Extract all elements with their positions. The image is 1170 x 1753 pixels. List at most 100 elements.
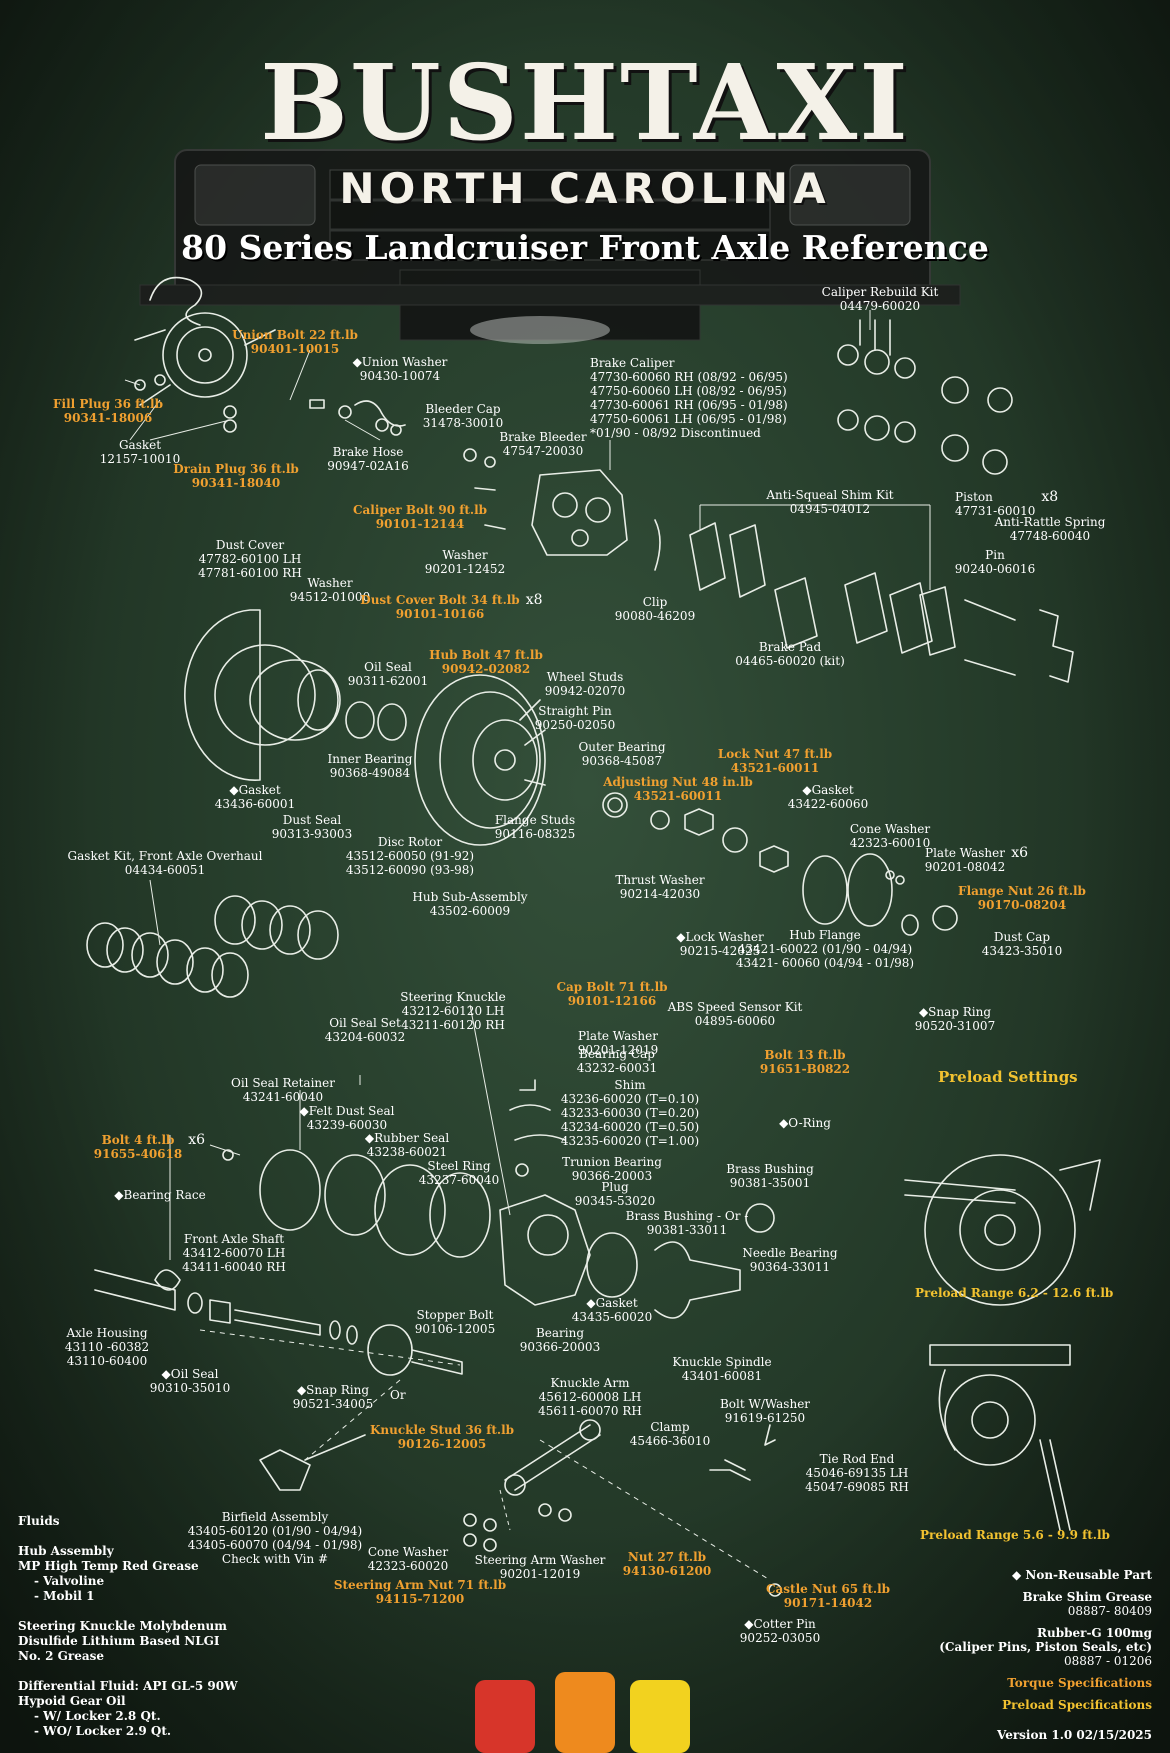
part-number: 90345-53020 [574,1194,656,1208]
preload-illustration-1 [904,1154,1101,1306]
or-annotation: Or [390,1388,406,1402]
part-name: Gasket [215,783,295,797]
part-name: Steel Ring [427,1159,491,1173]
legend-rubber-grease-desc: (Caliper Pins, Piston Seals, etc) [939,1640,1152,1654]
part-name: Outer Bearing [578,740,666,754]
part-label-brass-bushing-or: Brass Bushing - Or -90381-33011 [626,1209,749,1237]
part-name: Oil Seal Retainer [231,1076,335,1090]
part-number: 91619-61250 [724,1411,806,1425]
part-number: 43436-60001 [214,797,296,811]
part-name: Oil Seal [150,1367,230,1381]
part-name: Union Washer [353,355,448,369]
part-number: 43110 -60382 43110-60400 [64,1340,150,1368]
part-number: 90942-02070 [544,684,626,698]
stripe-yellow [630,1680,690,1753]
part-name: Thrust Washer [615,873,705,887]
part-number: 43521-60011 [633,789,723,803]
part-name: Oil Seal [364,660,412,674]
part-number: 04434-60051 [124,863,206,877]
part-name: Flange Studs [494,813,576,827]
part-number: 90311-62001 [347,674,429,688]
part-number: 90170-08204 [977,898,1067,912]
part-name: Felt Dust Seal [300,1104,395,1118]
part-name: Tie Rod End [819,1452,895,1466]
brake-hose-drawing [309,399,406,436]
preload-range-1: Preload Range 6.2 - 12.6 ft.lb [915,1286,1114,1300]
brake-caliper-drawing [463,448,628,556]
brand-logo: BUSHTAXI [260,41,910,164]
part-number: 90430-10074 [359,369,441,383]
part-number: 90366-20003 [571,1169,653,1183]
part-name: Lock Nut 47 ft.lb [717,747,833,761]
part-name: Bearing [535,1326,585,1340]
part-number: 43422-60060 [787,797,869,811]
part-name: O-Ring [779,1116,831,1130]
part-number: 90171-14042 [783,1596,873,1610]
part-number: 43521-60011 [730,761,820,775]
part-number: 45046-69135 LH 45047-69085 RH [805,1466,909,1494]
part-name: Washer [442,548,488,562]
part-name: Drain Plug 36 ft.lb [173,462,299,476]
part-name: Bearing Cap [579,1047,655,1061]
legend-rubber-grease-name: Rubber-G 100mg [1037,1626,1152,1640]
part-number: 90126-12005 [397,1437,487,1451]
caliper-rebuild-kit-drawing [837,319,1013,475]
part-number: 90381-33011 [646,1223,728,1237]
page-title: 80 Series Landcruiser Front Axle Referen… [181,228,989,267]
part-number: 90240-06016 [954,562,1036,576]
part-quantity: x8 [525,592,543,608]
part-number: 90116-08325 [494,827,576,841]
part-number: 43238-60021 [366,1145,448,1159]
legend-rubber-grease-pn: 08887 - 01206 [1063,1654,1152,1668]
part-name: Stopper Bolt [416,1308,494,1322]
part-name: Fill Plug 36 ft.lb [53,397,163,411]
part-number: 90368-49084 [329,766,411,780]
fluids-panel: Fluids Hub Assembly MP High Temp Red Gre… [18,1514,268,1739]
part-number: 90201-08042 [924,860,1006,874]
part-name: Caliper Bolt 90 ft.lb [352,503,488,517]
part-number: 90101-12166 [567,994,657,1008]
axle-housing-cover-drawing [134,276,276,433]
part-name: Gasket Kit, Front Axle Overhaul [67,849,263,863]
diff-fluid-item: - W/ Locker 2.8 Qt. [34,1709,161,1723]
part-name: Dust Seal [282,813,342,827]
part-name: Knuckle Stud 36 ft.lb [369,1423,515,1437]
part-number: 90215-42025 [679,944,761,958]
knuckle-fluid-line: No. 2 Grease [18,1649,105,1663]
knuckle-fluid-line: Disulfide Lithium Based NLGI [18,1634,220,1648]
part-number: 47782-60100 LH 47781-60100 RH [198,552,302,580]
part-name: Brake Pad [758,640,822,654]
part-number: 43239-60030 [306,1118,388,1132]
part-number: 42323-60020 [367,1559,449,1573]
part-name: Cap Bolt 71 ft.lb [556,980,668,994]
part-number: 90101-10166 [395,607,485,621]
part-number: 43502-60009 [429,904,511,918]
